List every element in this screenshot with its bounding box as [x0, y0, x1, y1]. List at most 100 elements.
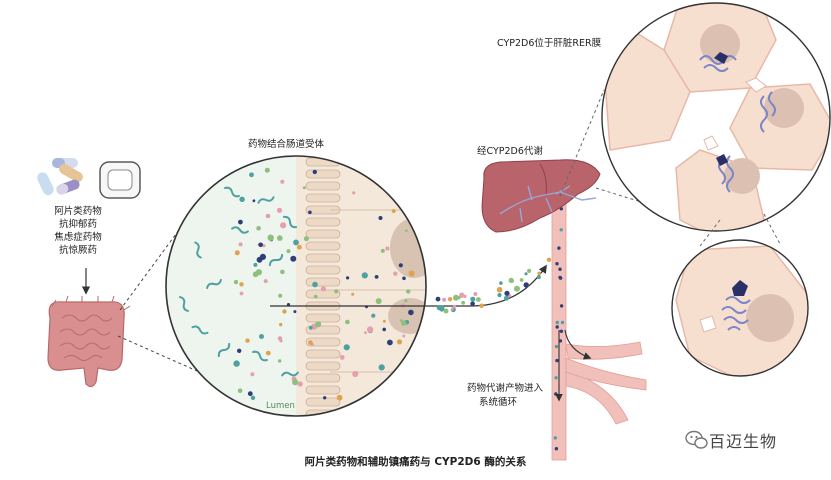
drug-particle: [378, 364, 385, 371]
drug-particle: [252, 199, 256, 203]
patch-icon: [99, 161, 141, 199]
metabolite-particle: [558, 267, 562, 271]
drug-particle: [267, 234, 274, 241]
drug-class-item: 焦虑症药物: [54, 232, 102, 243]
villus: [305, 337, 341, 347]
drug-particle: [239, 291, 244, 296]
drug-particle: [527, 268, 532, 273]
bacterium: [194, 241, 202, 259]
label-lumen: Lumen: [266, 401, 295, 411]
villus: [305, 169, 341, 179]
villus: [305, 193, 341, 203]
pills-icon: [37, 158, 83, 196]
drug-particle: [308, 210, 312, 215]
label-metabolites: 药物代谢产物进入: [467, 383, 544, 394]
liver-icon: [481, 159, 601, 233]
villus: [305, 409, 341, 416]
bacterium: [206, 279, 222, 289]
brand-name: 百迈生物: [709, 432, 778, 451]
drug-particle: [320, 286, 326, 292]
drug-particle: [378, 216, 383, 220]
villus: [305, 241, 341, 251]
label-circulation: 系统循环: [479, 397, 518, 408]
drug-particle: [470, 296, 476, 302]
metabolite-particle: [559, 329, 564, 333]
drug-particle: [313, 294, 318, 299]
villus: [305, 349, 341, 359]
intestine-icon: [47, 295, 131, 388]
drug-particle: [367, 326, 374, 333]
drug-particle: [308, 325, 313, 330]
label-rer-location: CYP2D6位于肝脏RER膜: [497, 38, 602, 49]
drug-particle: [264, 167, 270, 173]
drug-particle: [312, 169, 317, 175]
metabolite-particle: [554, 376, 558, 380]
drug-particle: [253, 262, 258, 267]
bacterium: [257, 196, 275, 204]
label-intestinal-receptor: 药物结合肠道受体: [248, 139, 325, 150]
villus: [305, 373, 341, 383]
drug-particle: [238, 219, 243, 225]
drug-particle: [443, 308, 449, 314]
drug-particle: [459, 292, 465, 298]
drug-particle: [286, 249, 291, 254]
metabolite-particle: [555, 358, 559, 363]
drug-particle: [508, 277, 514, 283]
bacterium: [224, 186, 240, 198]
drug-particle: [519, 278, 524, 282]
metabolite-particle: [555, 325, 559, 329]
drug-particle: [278, 293, 283, 298]
drug-particle: [280, 222, 287, 229]
drug-particle: [496, 286, 503, 293]
drug-particle: [297, 381, 303, 387]
drug-particle: [280, 269, 285, 275]
drug-particle: [237, 348, 242, 353]
bacterium: [191, 325, 209, 335]
drug-particle: [297, 244, 302, 250]
drug-particle: [233, 279, 239, 285]
drug-particle: [234, 250, 240, 256]
villus: [305, 385, 341, 395]
drug-particle: [339, 355, 345, 360]
drug-particle: [346, 276, 350, 280]
drug-particle: [293, 310, 297, 314]
blood-vessel: [551, 199, 647, 461]
metabolite-particle: [558, 339, 563, 343]
drug-class-item: 抗惊厥药: [58, 245, 97, 256]
drug-particle: [404, 229, 408, 233]
drug-class-list: 阿片类药物 抗抑郁药 焦虑症药物 抗惊厥药: [33, 206, 123, 258]
metabolite-particle: [554, 344, 559, 349]
metabolite-particle: [557, 246, 561, 250]
drug-particle: [315, 321, 322, 328]
drug-particle: [276, 207, 283, 213]
villus: [305, 265, 341, 275]
drug-particle: [402, 276, 406, 281]
drug-particle: [252, 271, 259, 278]
drug-particle: [343, 344, 350, 351]
drug-particle: [250, 395, 256, 400]
drug-particle: [312, 281, 318, 288]
drug-particle: [442, 297, 447, 302]
drug-particle: [470, 301, 475, 307]
drug-particle: [247, 391, 253, 397]
drug-particle: [259, 253, 266, 260]
metabolite-particle: [558, 275, 562, 280]
drug-particle: [282, 309, 287, 314]
drug-particle: [345, 319, 350, 325]
drug-particle: [302, 186, 306, 190]
bacterium: [231, 226, 249, 234]
drug-particle: [265, 213, 271, 219]
drug-particle: [280, 179, 285, 184]
drug-particle: [450, 307, 454, 311]
brand-watermark: 百迈生物: [703, 428, 777, 452]
drug-particle: [452, 304, 456, 309]
drug-particle: [290, 255, 297, 262]
drug-particle: [387, 339, 393, 346]
drug-particle: [265, 350, 271, 356]
metabolite-particle: [559, 304, 564, 308]
drug-particle: [245, 338, 250, 343]
rer-detail-circle: [671, 239, 809, 377]
wechat-logo-icon: [685, 430, 708, 449]
